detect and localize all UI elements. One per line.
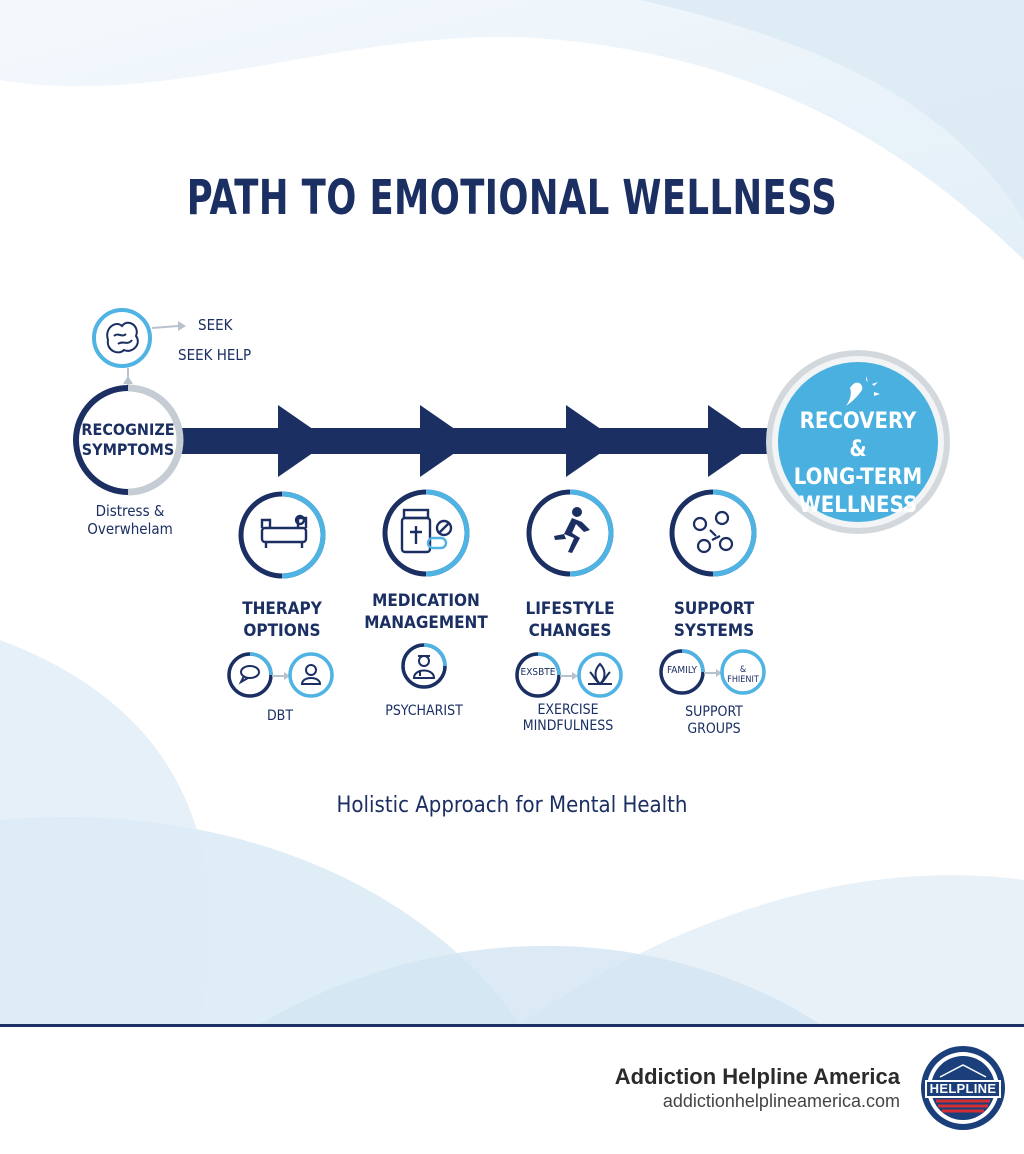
support-line2: SYSTEMS bbox=[673, 621, 755, 641]
medication-line2: MANAGEMENT bbox=[364, 613, 488, 633]
lotus-icon bbox=[588, 662, 612, 686]
brain-icon bbox=[106, 321, 139, 354]
step-medication-label: MEDICATION MANAGEMENT bbox=[356, 590, 496, 634]
lifestyle-sub-line1: EXERCISE bbox=[537, 702, 599, 718]
seek-brain-node bbox=[92, 308, 186, 386]
lifestyle-sub-line2: MINDFULNESS bbox=[522, 718, 614, 734]
recognize-symptoms-label: RECOGNIZE SYMPTOMS bbox=[76, 420, 180, 460]
brand-url[interactable]: addictionhelplineamerica.com bbox=[662, 1091, 900, 1111]
sparkle-flame-icon bbox=[846, 376, 880, 406]
seal-text: HELPLINE bbox=[929, 1081, 997, 1096]
running-person-icon bbox=[554, 507, 590, 553]
step-lifestyle-label: LIFESTYLE CHANGES bbox=[510, 598, 630, 642]
support-sub-left: FAMILY bbox=[667, 665, 697, 676]
goal-line2: LONG-TERM bbox=[793, 465, 923, 490]
page-title: PATH TO EMOTIONAL WELLNESS bbox=[186, 170, 838, 226]
path-arrow-2 bbox=[420, 405, 472, 477]
pill-bottle-icon bbox=[400, 508, 453, 554]
seek-label: SEEK bbox=[198, 316, 233, 334]
lifestyle-sub-left: EXSBTE bbox=[520, 667, 556, 678]
footer bbox=[0, 1024, 1024, 1154]
lifestyle-sub-icons bbox=[515, 652, 623, 698]
therapy-node bbox=[238, 491, 326, 579]
person-icon bbox=[300, 664, 322, 685]
recognize-symptoms-node bbox=[73, 384, 184, 496]
support-sub-line1: SUPPORT bbox=[685, 704, 743, 720]
goal-line1: RECOVERY & bbox=[799, 409, 917, 462]
pathway-line bbox=[178, 428, 778, 454]
medication-sub-icons bbox=[401, 643, 447, 689]
step-support-label: SUPPORT SYSTEMS bbox=[654, 598, 774, 642]
caption-line2: Overwhelam bbox=[87, 520, 173, 538]
couch-therapy-icon bbox=[260, 514, 308, 548]
goal-line3: WELLNESS bbox=[798, 493, 918, 518]
path-arrow-4 bbox=[708, 405, 760, 477]
lifestyle-line1: LIFESTYLE bbox=[525, 599, 615, 619]
lifestyle-sub-caption: EXERCISE MINDFULNESS bbox=[506, 702, 630, 734]
medication-line1: MEDICATION bbox=[372, 591, 480, 611]
speech-bubble-icon bbox=[238, 665, 260, 685]
therapy-sub-icons bbox=[227, 652, 334, 698]
support-sub-line2: GROUPS bbox=[687, 721, 741, 737]
path-arrow-3 bbox=[566, 405, 618, 477]
recognize-label-line2: SYMPTOMS bbox=[81, 440, 175, 459]
lifestyle-line2: CHANGES bbox=[528, 621, 612, 641]
medication-sub-caption: PSYCHARIST bbox=[385, 703, 463, 719]
seek-help-label: SEEK HELP bbox=[178, 346, 252, 364]
therapy-line2: OPTIONS bbox=[243, 621, 321, 641]
recognize-label-line1: RECOGNIZE bbox=[81, 420, 175, 439]
medication-node bbox=[382, 489, 470, 577]
tagline: Holistic Approach for Mental Health bbox=[336, 793, 688, 818]
caption-line1: Distress & bbox=[95, 502, 165, 520]
doctor-icon bbox=[412, 655, 436, 679]
support-sub-caption: SUPPORT GROUPS bbox=[654, 704, 774, 738]
support-sub-icons bbox=[659, 649, 766, 695]
step-therapy-label: THERAPY OPTIONS bbox=[222, 598, 342, 642]
therapy-line1: THERAPY bbox=[242, 599, 322, 619]
support-node bbox=[669, 489, 757, 577]
people-group-icon bbox=[692, 510, 734, 554]
support-line1: SUPPORT bbox=[673, 599, 755, 619]
lifestyle-node bbox=[526, 489, 614, 577]
helpline-seal-logo bbox=[921, 1046, 1005, 1130]
support-sub-right: & FHIENIT bbox=[727, 665, 759, 685]
recognize-caption: Distress & Overwhelam bbox=[70, 502, 190, 538]
therapy-sub-caption: DBT bbox=[266, 708, 294, 724]
brand-name: Addiction Helpline America bbox=[614, 1064, 900, 1089]
goal-label: RECOVERY & LONG-TERM WELLNESS bbox=[788, 408, 928, 520]
goal-node bbox=[766, 350, 950, 534]
path-arrow-1 bbox=[278, 405, 330, 477]
pathway-diagram bbox=[73, 308, 950, 698]
